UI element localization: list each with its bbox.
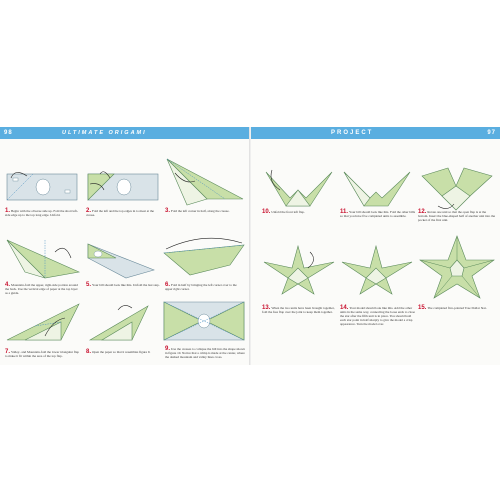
step-7: 7.Valley- and Mountain-fold the lower tr…	[5, 349, 79, 358]
right-header-band: PROJECT 97	[251, 127, 500, 139]
book-gutter	[249, 127, 251, 365]
step-15: 15.The completed five-pointed Tree Dolla…	[418, 305, 487, 311]
step-9: 9.Use the creases to collapse the bill i…	[165, 346, 245, 359]
step-4: 4.Mountain-fold the upper, right-side po…	[5, 282, 78, 295]
left-page-number: 98	[4, 130, 13, 136]
figure-9	[163, 301, 245, 341]
figure-7	[6, 303, 80, 341]
right-page-number: 97	[487, 130, 496, 136]
figure-15-star	[419, 235, 495, 299]
figure-4	[6, 239, 81, 279]
figure-11	[343, 171, 411, 207]
step-3: 3.Fold the left corner in half, along th…	[165, 208, 230, 214]
figure-5	[87, 243, 155, 279]
step-2: 2.Fold the left and the top edges in to …	[86, 208, 154, 217]
figure-13	[263, 244, 335, 295]
step-10: 10.Unfold the front left flap.	[262, 209, 305, 215]
figure-12	[421, 167, 493, 211]
step-13: 13.When the two units have been brought …	[262, 305, 335, 314]
step-1: 1.Begin with the obverse side up. Fold t…	[5, 208, 79, 217]
step-6: 6.Fold in half by bringing the left corn…	[165, 282, 237, 291]
step-5: 5.Your bill should look like this. Unfol…	[86, 282, 160, 288]
figure-1	[6, 172, 78, 201]
step-14: 14.Your model should look like this. Add…	[340, 305, 415, 326]
figure-14	[341, 244, 413, 295]
step-8: 8.Open the paper so that it resembles fi…	[86, 349, 151, 355]
step-12: 12.Rotate one unit so that the open flap…	[418, 209, 496, 222]
figure-3	[166, 158, 244, 206]
figure-6	[163, 237, 245, 276]
left-page-title: ULTIMATE ORIGAMI	[62, 130, 147, 136]
right-page-title: PROJECT	[331, 130, 374, 136]
figure-2	[87, 171, 159, 201]
step-11: 11.Your bill should look like this. Fold…	[340, 209, 415, 218]
left-header-band: 98 ULTIMATE ORIGAMI	[0, 127, 249, 139]
figure-10	[265, 169, 333, 207]
figure-8	[88, 305, 149, 341]
